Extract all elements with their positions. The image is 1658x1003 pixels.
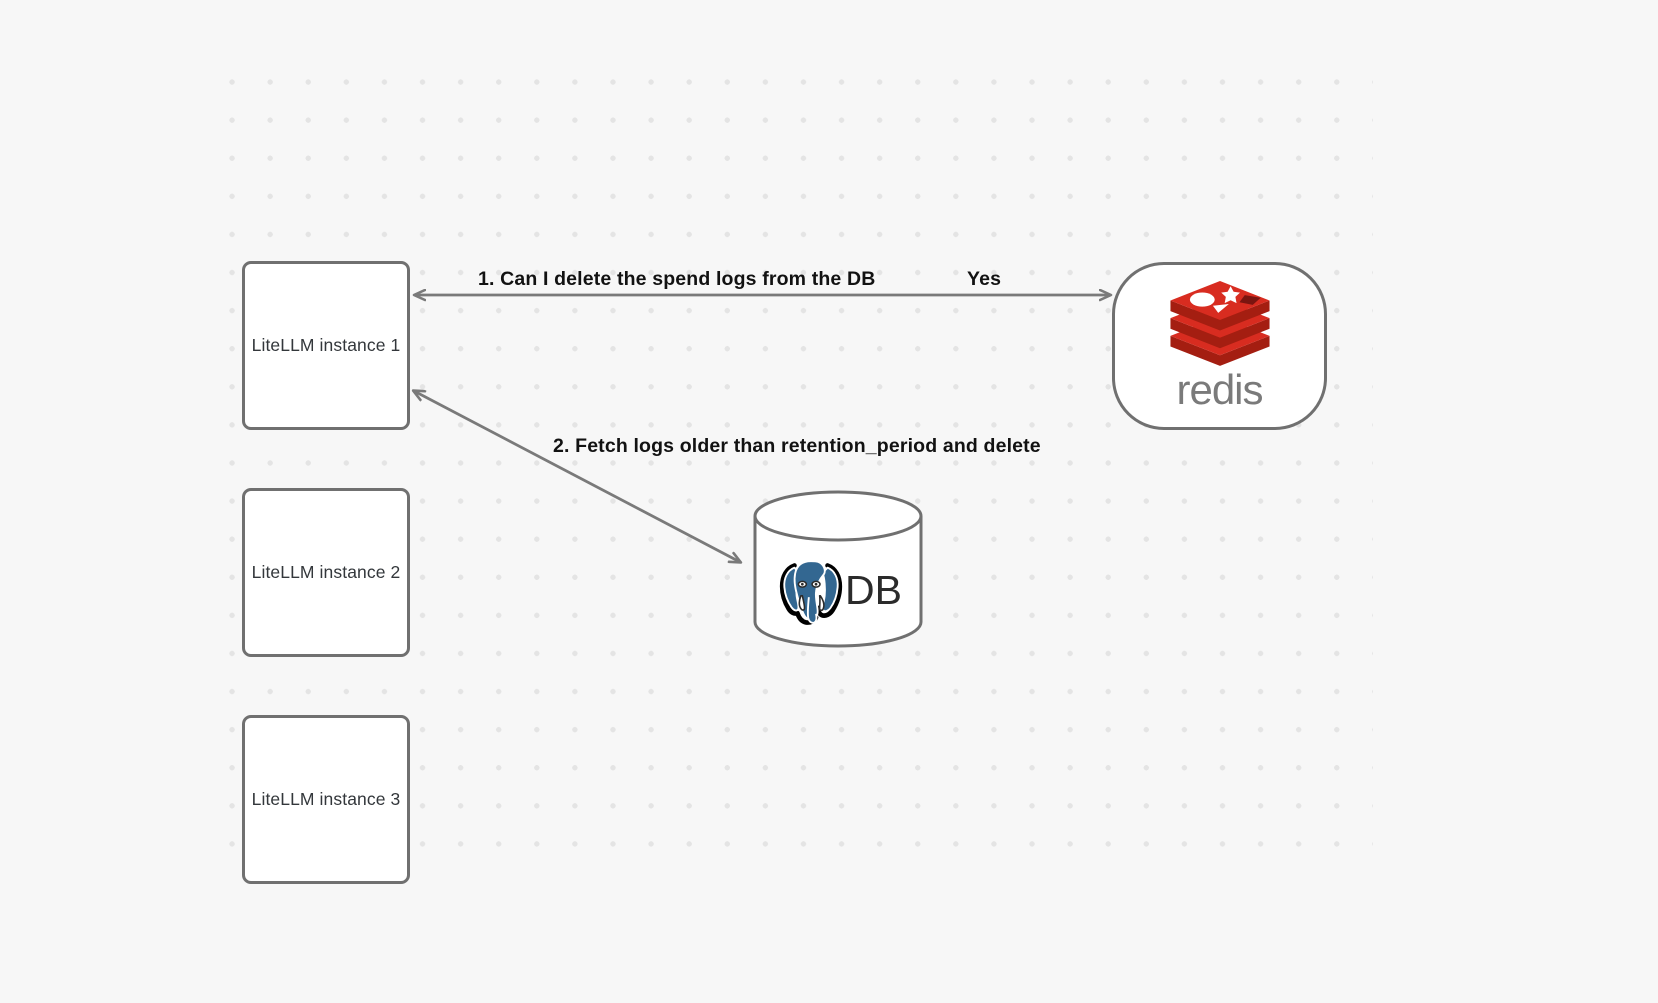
node-litellm-instance-1-label: LiteLLM instance 1: [251, 335, 401, 355]
node-litellm-instance-3-label: LiteLLM instance 3: [251, 789, 401, 809]
edge-litellm1-db[interactable]: [414, 391, 740, 562]
node-litellm-instance-3[interactable]: LiteLLM instance 3: [242, 715, 410, 884]
edge-label-fetch-logs: 2. Fetch logs older than retention_perio…: [553, 435, 1041, 457]
edge-label-can-i-delete: 1. Can I delete the spend logs from the …: [478, 268, 876, 290]
node-database[interactable]: DB: [752, 489, 924, 649]
db-label: DB: [845, 566, 902, 613]
postgresql-elephant-icon: [779, 560, 843, 625]
edge-label-yes: Yes: [967, 268, 1002, 290]
node-litellm-instance-2[interactable]: LiteLLM instance 2: [242, 488, 410, 657]
redis-wordmark: redis: [1176, 366, 1263, 413]
node-redis[interactable]: redis: [1112, 262, 1327, 430]
node-litellm-instance-1[interactable]: LiteLLM instance 1: [242, 261, 410, 430]
node-litellm-instance-2-label: LiteLLM instance 2: [251, 562, 401, 582]
redis-logo-icon: [1169, 281, 1270, 366]
